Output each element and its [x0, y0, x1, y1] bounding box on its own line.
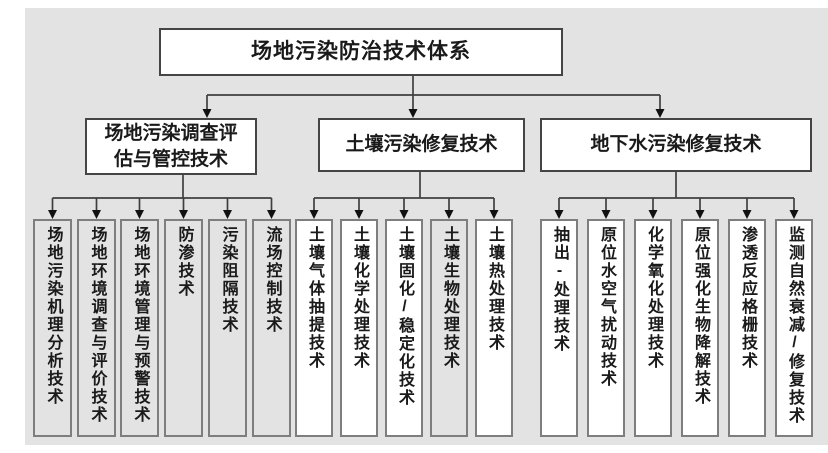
leaf-label: 流场控制技术 [263, 226, 281, 334]
leaf-box: 土壤化学处理技术 [340, 219, 378, 437]
branch-label-line: 估与管控技术 [113, 148, 228, 170]
leaf-label: 渗透反应格栅技术 [739, 226, 756, 370]
branch-label-line: 场地污染调查评 [104, 122, 238, 144]
leaf-label: 抽出-处理技术 [551, 226, 568, 353]
leaf-box: 渗透反应格栅技术 [728, 219, 766, 437]
branch-box-soil: 土壤污染修复技术 [318, 118, 525, 172]
leaf-box: 污染阻隔技术 [208, 219, 247, 437]
leaf-box: 土壤热处理技术 [475, 219, 513, 437]
root-label: 场地污染防治技术体系 [251, 39, 471, 63]
leaf-box: 土壤固化/稳定化技术 [385, 219, 423, 437]
leaf-box: 原位强化生物降解技术 [681, 219, 719, 437]
leaf-label: 土壤固化/稳定化技术 [396, 226, 413, 407]
leaf-box: 抽出-处理技术 [540, 219, 578, 437]
leaf-box: 土壤气体抽提技术 [295, 219, 333, 437]
leaf-box: 场地环境调查与评价技术 [77, 219, 116, 437]
leaf-label: 土壤化学处理技术 [351, 226, 368, 370]
leaf-box: 化学氧化处理技术 [634, 219, 672, 437]
branch-box-groundwater: 地下水污染修复技术 [540, 118, 812, 172]
branch-label-line: 土壤污染修复技术 [345, 134, 498, 156]
leaf-box: 原位水空气扰动技术 [587, 219, 625, 437]
leaf-label: 土壤热处理技术 [486, 226, 503, 352]
leaf-box: 流场控制技术 [252, 219, 291, 437]
leaf-box: 监测自然衰减/修复技术 [775, 219, 813, 437]
root-box: 场地污染防治技术体系 [159, 28, 563, 76]
leaf-label: 场地环境管理与预警技术 [131, 226, 149, 424]
leaf-label: 原位水空气扰动技术 [598, 226, 615, 388]
leaf-label: 土壤气体抽提技术 [306, 226, 323, 370]
leaf-label: 土壤生物处理技术 [441, 226, 458, 370]
leaf-box: 防渗技术 [164, 219, 203, 437]
branch-box-investigation: 场地污染调查评 估与管控技术 [85, 118, 257, 175]
leaf-label: 原位强化生物降解技术 [692, 226, 709, 406]
leaf-label: 污染阻隔技术 [219, 226, 237, 334]
branch-label-line: 地下水污染修复技术 [590, 134, 762, 156]
leaf-label: 场地环境调查与评价技术 [88, 226, 106, 424]
leaf-label: 监测自然衰减/修复技术 [786, 226, 803, 425]
leaf-label: 化学氧化处理技术 [645, 226, 662, 370]
leaf-box: 场地污染机理分析技术 [33, 219, 72, 437]
leaf-box: 土壤生物处理技术 [430, 219, 468, 437]
leaf-label: 防渗技术 [175, 226, 193, 298]
leaf-box: 场地环境管理与预警技术 [120, 219, 159, 437]
leaf-label: 场地污染机理分析技术 [44, 226, 62, 406]
